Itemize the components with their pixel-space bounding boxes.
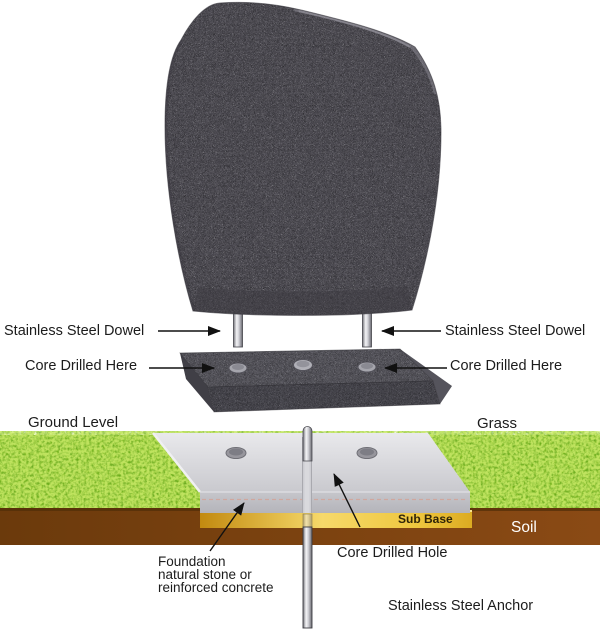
base-slab-hole (228, 362, 248, 374)
base-slab-hole (357, 361, 377, 373)
label-foundation-line3: reinforced concrete (158, 580, 274, 595)
label-stainless-steel-dowel-left: Stainless Steel Dowel (4, 323, 145, 339)
foundation-dowel-hole (356, 447, 378, 459)
label-core-drilled-here-left: Core Drilled Here (25, 358, 138, 374)
label-grass: Grass (477, 415, 518, 432)
label-core-drilled-here-right: Core Drilled Here (450, 358, 563, 374)
arrow-foundation (209, 502, 245, 552)
label-foundation-line2: natural stone or (158, 567, 252, 582)
label-stainless-steel-anchor: Stainless Steel Anchor (388, 598, 534, 614)
headstone-tablet (164, 1, 442, 316)
steel-anchor-rod (302, 426, 313, 629)
label-stainless-steel-dowel-right: Stainless Steel Dowel (445, 323, 586, 339)
label-core-drilled-hole: Core Drilled Hole (337, 545, 448, 561)
label-sub-base: Sub Base (398, 512, 453, 526)
arrow-core-drilled-hole (333, 473, 361, 528)
foundation-slab (152, 432, 470, 513)
label-soil: Soil (511, 519, 537, 536)
foundation-dowel-hole (225, 447, 247, 459)
base-slab-hole (293, 359, 313, 371)
steel-dowel-right (362, 308, 372, 348)
label-foundation: Foundation natural stone or reinforced c… (158, 554, 298, 595)
label-ground-level: Ground Level (28, 414, 119, 431)
granite-base-slab (179, 348, 452, 413)
label-foundation-line1: Foundation (158, 554, 226, 569)
